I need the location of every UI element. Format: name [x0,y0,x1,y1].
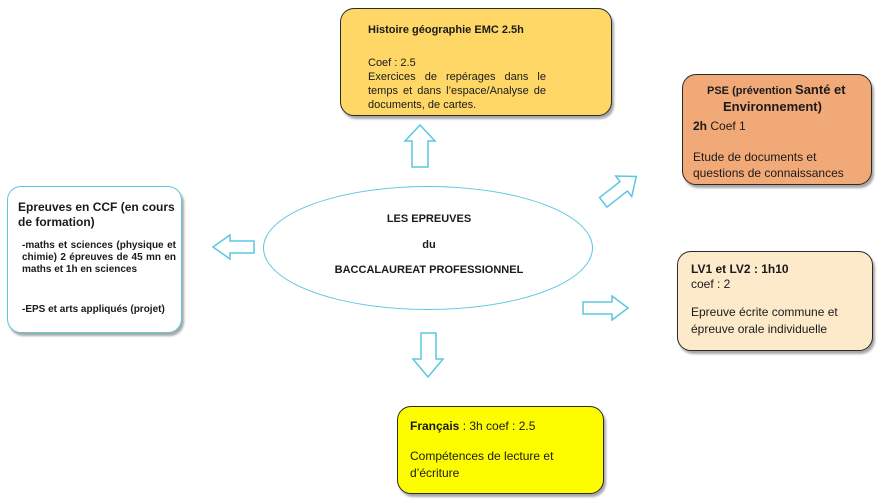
pse-title-part-a: PSE (prévention [707,85,796,97]
ccf-item-maths: -maths et sciences (physique et chimie) … [22,240,176,275]
pse-box: PSE (prévention Santé et Environnement) … [682,74,872,185]
arrow-up-right [598,175,638,209]
center-line-2: du [422,239,436,251]
lv-title: LV1 et LV2 : 1h10 [691,262,789,276]
francais-title: Français : 3h coef : 2.5 [410,419,535,433]
pse-title-line-1: PSE (prévention Santé et [707,82,846,97]
ccf-item-eps: -EPS et arts appliqués (projet) [22,304,165,315]
ccf-title: Epreuves en CCF (en cours de formation) [18,200,175,229]
lv-coef: coef : 2 [691,277,731,291]
pse-title-part-b: Santé et [795,82,846,97]
pse-title-line-2: Environnement) [723,99,822,114]
lv-desc: Epreuve écrite commune et épreuve orale … [691,305,838,336]
arrow-down [411,332,445,379]
ccf-box: Epreuves en CCF (en cours de formation) … [7,186,182,333]
pse-coef: Coef 1 [707,119,746,133]
lv-box: LV1 et LV2 : 1h10 coef : 2 Epreuve écrit… [677,251,873,351]
arrow-up [403,123,437,168]
histoire-desc: Exercices de repérages dans le temps et … [368,71,546,111]
center-line-3: BACCALAUREAT PROFESSIONNEL [334,264,524,276]
francais-title-rest: : 3h coef : 2.5 [459,419,536,433]
francais-desc: Compétences de lecture et d’écriture [410,449,554,480]
center-line-1: LES EPREUVES [386,213,472,225]
histoire-box: Histoire géographie EMC 2.5h Coef : 2.5 … [340,8,612,116]
francais-box: Français : 3h coef : 2.5 Compétences de … [397,406,604,494]
arrow-right [582,294,630,322]
arrow-left [211,233,255,261]
center-ellipse: LES EPREUVES du BACCALAUREAT PROFESSIONN… [263,186,593,310]
histoire-title: Histoire géographie EMC 2.5h [368,24,524,36]
pse-duration-coef: 2h Coef 1 [693,119,746,133]
pse-desc: Etude de documents et questions de conna… [693,150,844,180]
francais-title-bold: Français [410,419,460,433]
histoire-coef: Coef : 2.5 [368,57,416,69]
pse-duration: 2h [693,119,708,133]
